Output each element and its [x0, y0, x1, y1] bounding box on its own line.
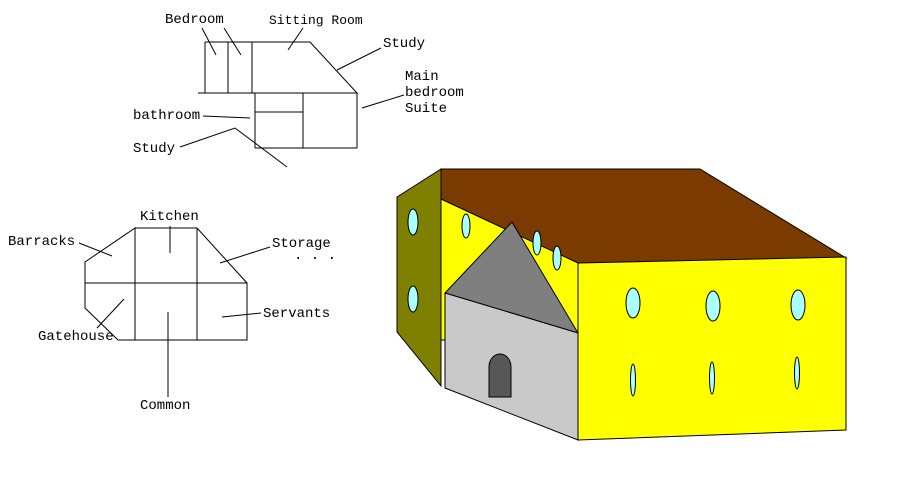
back-wall-window-2 — [532, 230, 542, 256]
upper-plan-pointer-lines — [179, 27, 405, 168]
back-wall-window-1 — [461, 213, 471, 239]
label-servants: Servants — [263, 306, 331, 322]
upper-plan-walls — [198, 41, 359, 149]
label-common: Common — [140, 398, 191, 414]
house-left-wall — [396, 168, 442, 388]
lower-floor-plan — [78, 226, 271, 397]
right-wall-window-3 — [790, 289, 806, 321]
front-door — [488, 353, 512, 398]
left-wall-window-2 — [407, 285, 419, 313]
label-bathroom: bathroom — [133, 108, 201, 124]
label-barracks: Barracks — [8, 234, 76, 250]
label-main-bedroom-suite: Main bedroom Suite — [405, 69, 464, 117]
label-study-lower: Study — [133, 141, 176, 157]
label-storage-dots: . . . — [294, 248, 337, 264]
right-wall-slit-window-1 — [630, 363, 636, 397]
left-wall-window-1 — [407, 208, 419, 236]
upper-floor-plan — [179, 27, 405, 168]
label-study-top: Study — [383, 36, 426, 52]
label-gatehouse: Gatehouse — [38, 329, 114, 345]
back-wall-window-3 — [552, 245, 562, 271]
label-sitting-room: Sitting Room — [269, 13, 363, 28]
house-right-wall — [577, 256, 847, 441]
right-wall-window-1 — [625, 287, 641, 319]
house-3d-drawing — [396, 168, 848, 441]
label-bedroom: Bedroom — [165, 12, 224, 28]
lower-plan-walls — [84, 227, 248, 341]
label-kitchen: Kitchen — [140, 209, 199, 225]
right-wall-slit-window-3 — [794, 356, 800, 390]
right-wall-slit-window-2 — [709, 361, 715, 395]
lower-plan-pointer-lines — [78, 226, 271, 397]
right-wall-window-2 — [705, 290, 721, 322]
label-storage: Storage — [272, 236, 331, 252]
